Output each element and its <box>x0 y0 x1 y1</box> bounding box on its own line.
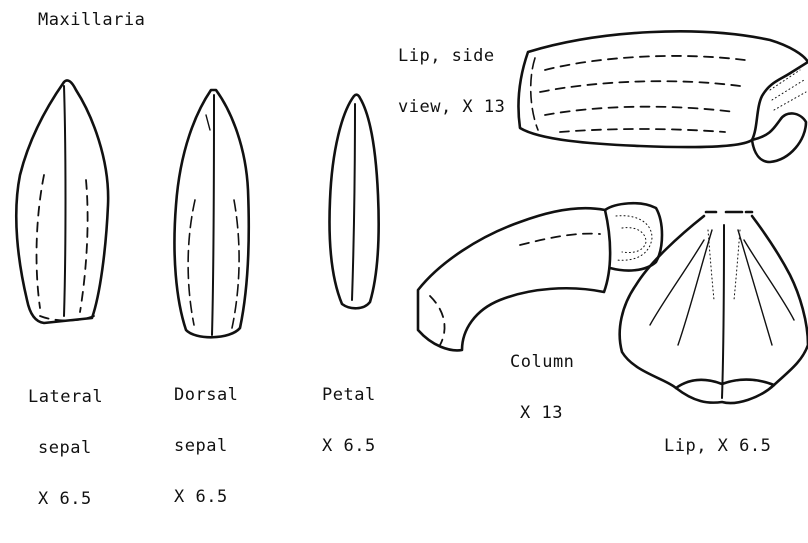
lip-side-view-label: Lip, side view, X 13 <box>398 14 505 150</box>
dorsal-sepal-label: Dorsal sepal X 6.5 <box>174 353 238 540</box>
dorsal-sepal-label-line3: X 6.5 <box>174 489 238 506</box>
lip-side-view-label-line2: view, X 13 <box>398 99 505 116</box>
botanical-plate: Maxillaria Lateral sepal X 6.5 Dorsal se… <box>0 0 808 425</box>
lateral-sepal-label-line3: X 6.5 <box>28 491 103 508</box>
figure-title: Maxillaria <box>38 12 145 29</box>
column-label-line2: X 13 <box>510 405 574 422</box>
lip-front-label-line1: Lip, X 6.5 <box>664 438 771 455</box>
column-label-line1: Column <box>510 354 574 371</box>
lateral-sepal-drawing <box>16 80 108 323</box>
lateral-sepal-label: Lateral sepal X 6.5 <box>28 355 103 542</box>
petal-label-line2: X 6.5 <box>322 438 376 455</box>
dorsal-sepal-drawing <box>174 90 248 337</box>
petal-label-line1: Petal <box>322 387 376 404</box>
lip-front-drawing <box>620 212 808 403</box>
lip-front-label: Lip, X 6.5 <box>664 404 771 489</box>
lip-side-view-label-line1: Lip, side <box>398 48 505 65</box>
dorsal-sepal-label-line1: Dorsal <box>174 387 238 404</box>
lateral-sepal-label-line2: sepal <box>28 440 103 457</box>
column-label: Column X 13 <box>510 320 574 456</box>
dorsal-sepal-label-line2: sepal <box>174 438 238 455</box>
petal-drawing <box>330 95 379 309</box>
lateral-sepal-label-line1: Lateral <box>28 389 103 406</box>
petal-label: Petal X 6.5 <box>322 353 376 489</box>
lip-side-view-drawing <box>518 31 808 162</box>
